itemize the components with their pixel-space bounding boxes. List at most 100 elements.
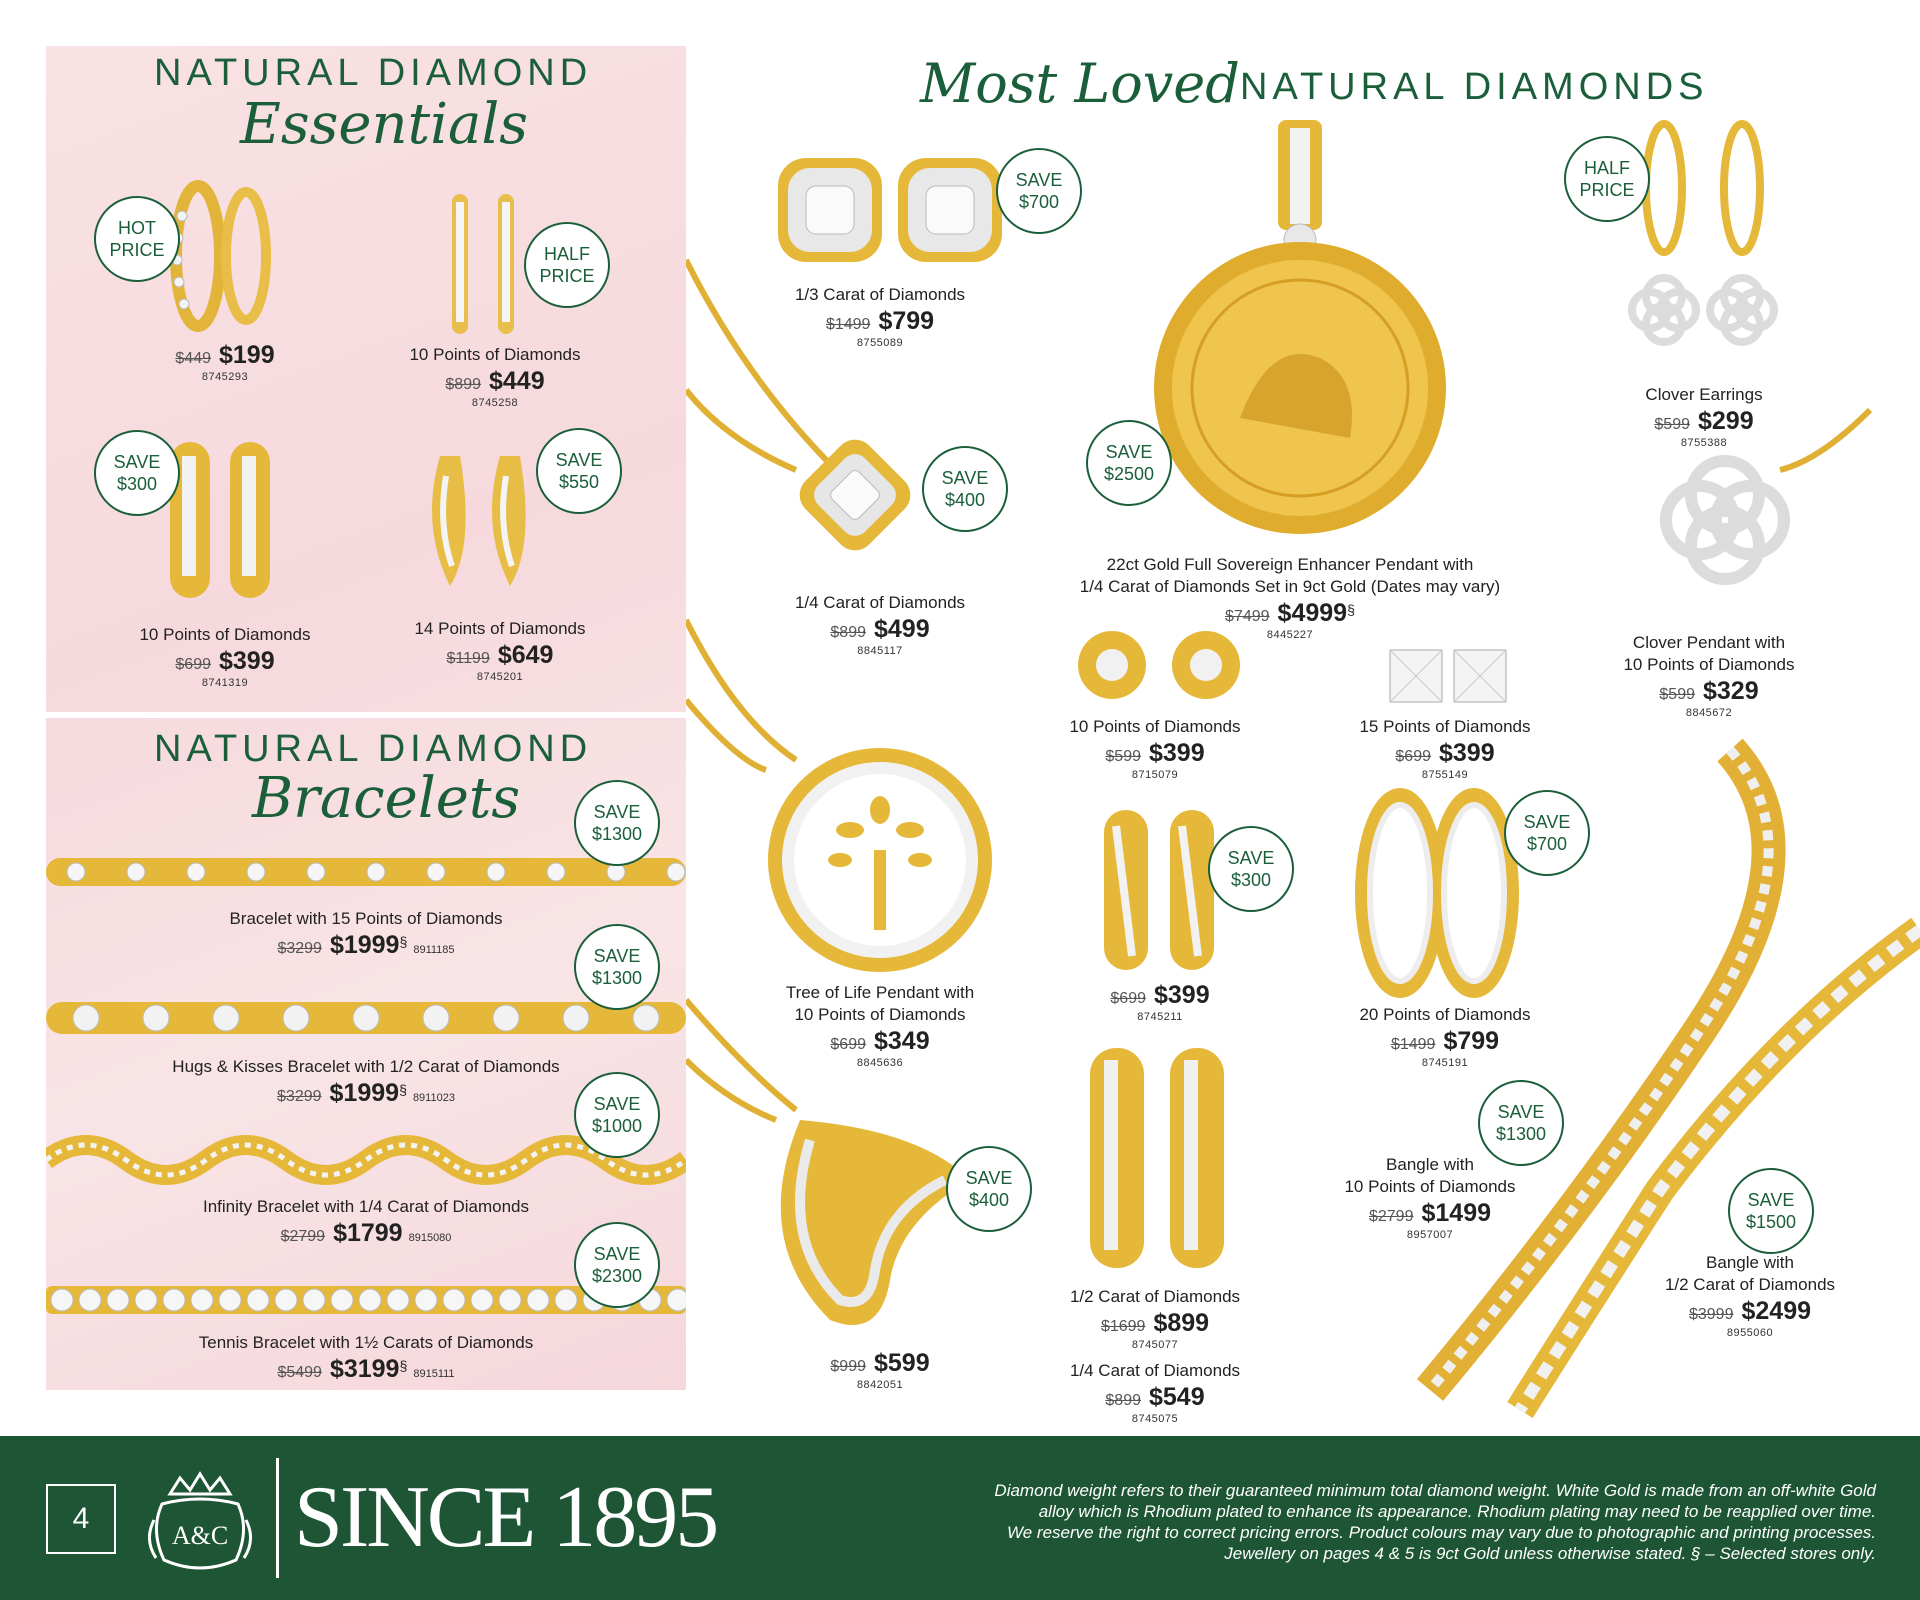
panel-divider xyxy=(46,712,686,718)
product-code: 8957007 xyxy=(1406,1229,1454,1241)
now-price: $449 xyxy=(488,367,545,395)
product-code: 8955060 xyxy=(1726,1327,1774,1339)
bracelets-heading-script: Bracelets xyxy=(252,766,521,831)
sovereign-coin-pendant-image xyxy=(1154,120,1446,534)
now-price: $3199 xyxy=(329,1355,400,1383)
product-code: 8745293 xyxy=(201,371,249,383)
essentials-heading-caps: NATURAL DIAMOND xyxy=(154,52,593,94)
was-price: $1699 xyxy=(1100,1318,1146,1335)
baguette-hoop-earrings-image xyxy=(1355,788,1519,998)
product-description: 10 Points of Diamonds xyxy=(1344,1177,1516,1196)
product-code: 8845672 xyxy=(1685,707,1733,719)
product-code: 8845117 xyxy=(857,645,903,657)
product-half-carat-hoops: 1/2 Carat of Diamonds $1699$899 8745077 xyxy=(1040,1286,1270,1351)
now-price: $349 xyxy=(873,1027,930,1055)
product-code: 8445227 xyxy=(1266,629,1314,641)
diamond-huggie-earrings-image xyxy=(452,194,514,334)
save-badge: SAVE$700 xyxy=(1504,790,1590,876)
bracelets-heading-caps: NATURAL DIAMOND xyxy=(154,728,593,770)
infinity-drop-pendant-image xyxy=(780,1120,970,1325)
product-quarter-carat-pendant: 1/4 Carat of Diamonds $899 $499 8845117 xyxy=(760,592,1000,657)
product-code: 8911185 xyxy=(413,944,455,956)
now-price: $399 xyxy=(1148,739,1205,767)
product-code: 8755388 xyxy=(1680,437,1728,449)
now-price: $399 xyxy=(1438,739,1495,767)
product-infinity-pendant: $999$599 8842051 xyxy=(790,1348,970,1391)
cluster-stud-earrings-image xyxy=(778,158,1002,262)
product-code: 8845636 xyxy=(856,1057,904,1069)
save-badge: SAVE$1300 xyxy=(574,780,660,866)
was-price: $449 xyxy=(175,350,211,367)
cushion-pendant-image xyxy=(799,439,911,551)
save-badge: SAVE$550 xyxy=(536,428,622,514)
product-code: 8741319 xyxy=(201,677,249,689)
product-description: Tennis Bracelet with 1½ Carats of Diamon… xyxy=(198,1333,534,1352)
crossover-huggie-earrings-image xyxy=(1104,810,1214,970)
save-badge: SAVE$2300 xyxy=(574,1222,660,1308)
product-description: 1/4 Carat of Diamonds xyxy=(794,593,966,612)
was-price: $899 xyxy=(830,624,866,641)
twist-hoop-earrings-image xyxy=(170,180,271,332)
selected-stores-mark: § xyxy=(1347,602,1355,619)
product-description: 1/4 Carat of Diamonds xyxy=(1069,1361,1241,1380)
was-price: $2799 xyxy=(1368,1208,1414,1225)
save-badge: SAVE$1300 xyxy=(1478,1080,1564,1166)
most-loved-heading-script: Most Loved xyxy=(920,52,1240,115)
now-price: $499 xyxy=(873,615,930,643)
save-badge: SAVE$1000 xyxy=(574,1072,660,1158)
product-hugs-kisses-bracelet: Hugs & Kisses Bracelet with 1/2 Carat of… xyxy=(116,1056,616,1108)
now-price: $599 xyxy=(873,1349,930,1377)
was-price: $3299 xyxy=(277,1088,322,1105)
save-badge: SAVE$1300 xyxy=(574,924,660,1010)
product-description: Bracelet with 15 Points of Diamonds xyxy=(229,909,503,928)
pendant-chains-image xyxy=(686,258,839,1123)
now-price: $199 xyxy=(218,341,275,369)
channel-hoop-earrings-image xyxy=(170,442,270,598)
product-code: 8755149 xyxy=(1421,769,1469,781)
was-price: $899 xyxy=(1105,1392,1141,1409)
hugs-kisses-bracelet-image xyxy=(46,1002,686,1034)
product-description: 1/2 Carat of Diamonds xyxy=(1069,1287,1241,1306)
product-description: 10 Points of Diamonds xyxy=(794,1005,966,1024)
product-bangle-half-carat: Bangle with 1/2 Carat of Diamonds $3999$… xyxy=(1640,1252,1860,1339)
product-description: 1/3 Carat of Diamonds xyxy=(794,285,966,304)
product-crossover-huggies: $699$399 8745211 xyxy=(1060,980,1260,1023)
product-description: 10 Points of Diamonds xyxy=(1623,655,1795,674)
product-code: 8745258 xyxy=(471,397,519,409)
product-description: Clover Pendant with xyxy=(1632,633,1786,652)
product-infinity-bracelet: Infinity Bracelet with 1/4 Carat of Diam… xyxy=(136,1196,596,1248)
was-price: $599 xyxy=(1654,416,1690,433)
save-badge: SAVE$1500 xyxy=(1728,1168,1814,1254)
now-price: $799 xyxy=(1443,1027,1500,1055)
product-code: 8842051 xyxy=(856,1379,904,1391)
product-s-link-bracelet: Bracelet with 15 Points of Diamonds $329… xyxy=(136,908,596,960)
product-description: Clover Earrings xyxy=(1645,385,1763,404)
was-price: $899 xyxy=(445,376,481,393)
was-price: $3299 xyxy=(277,940,322,957)
clover-pendant-image xyxy=(1660,407,1873,585)
product-code: 8715079 xyxy=(1131,769,1179,781)
tree-of-life-pendant-image xyxy=(768,748,992,972)
crossover-hoop-earrings-image xyxy=(432,456,526,586)
product-clover-earrings: Clover Earrings $599$299 8755388 xyxy=(1594,384,1814,449)
product-description: 22ct Gold Full Sovereign Enhancer Pendan… xyxy=(1106,555,1474,574)
footer-bar xyxy=(0,1436,1920,1600)
was-price: $699 xyxy=(1395,748,1431,765)
save-badge: SAVE$300 xyxy=(94,430,180,516)
since-1895-wordmark: SINCE 1895 xyxy=(294,1469,719,1566)
product-10pt-huggies: 10 Points of Diamonds $899 $449 8745258 xyxy=(370,344,620,409)
product-description: 1/4 Carat of Diamonds Set in 9ct Gold (D… xyxy=(1079,577,1501,596)
was-price: $3999 xyxy=(1688,1306,1734,1323)
save-badge: SAVE$400 xyxy=(946,1146,1032,1232)
now-price: $4999 xyxy=(1277,599,1348,627)
now-price: $1799 xyxy=(333,1219,403,1247)
was-price: $699 xyxy=(830,1036,866,1053)
essentials-heading-script: Essentials xyxy=(240,92,529,157)
now-price: $399 xyxy=(1153,981,1210,1009)
now-price: $899 xyxy=(1153,1309,1210,1337)
svg-text:A&C: A&C xyxy=(172,1521,228,1550)
product-description: 10 Points of Diamonds xyxy=(409,345,581,364)
product-hot-hoops: $449 $199 8745293 xyxy=(150,340,300,383)
